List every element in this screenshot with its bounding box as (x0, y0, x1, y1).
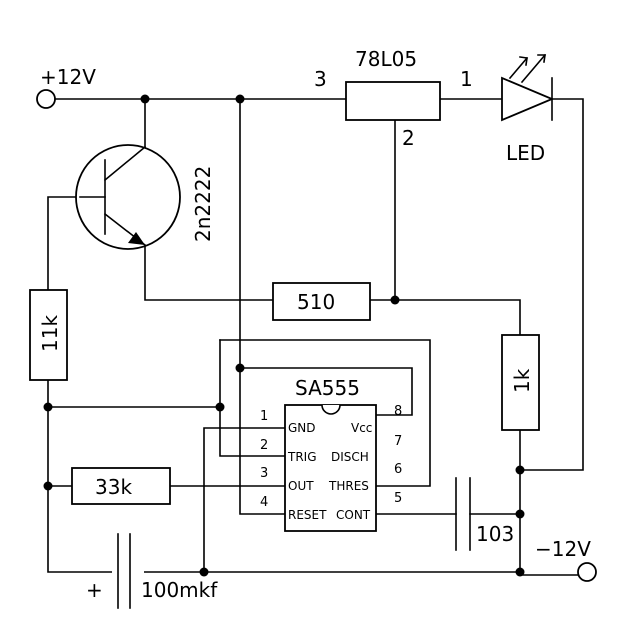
resistor-33k: 33k (71, 467, 171, 505)
ic-pin-number: 2 (260, 438, 268, 453)
regulator-label: 78L05 (355, 47, 417, 71)
capacitor-103: 103 (455, 477, 514, 551)
positive-supply-terminal: +12V (36, 65, 96, 109)
resistor-1k-label: 1k (510, 368, 534, 393)
ic-pin-name: TRIG (287, 450, 317, 464)
ic-pin-name: CONT (336, 508, 371, 522)
ic-pin-number: 3 (260, 466, 268, 481)
led-label: LED (506, 141, 545, 165)
ic-pin-name: RESET (288, 508, 327, 522)
transistor-2n2222: 2n2222 (75, 144, 215, 250)
ic-sa555: SA555 1 GND 2 TRIG 3 OUT 4 RESET 8 Vcc 7… (260, 376, 402, 532)
transistor-label: 2n2222 (191, 166, 215, 242)
ic-pin-name: OUT (288, 479, 314, 493)
regulator-pin-gnd: 2 (402, 126, 415, 150)
regulator-78l05: 78L05 3 1 2 (314, 47, 473, 150)
ic-pin-number: 7 (394, 434, 402, 449)
capacitor-103-label: 103 (476, 522, 514, 546)
ic-pin-name: THRES (328, 479, 369, 493)
ic-pin-number: 1 (260, 409, 268, 424)
resistor-510-label: 510 (297, 290, 335, 314)
junction-dots (43, 94, 525, 577)
light-emission-arrows-icon (508, 53, 547, 84)
resistor-11k-label: 11k (38, 315, 62, 352)
ic-pin-name: DISCH (331, 450, 369, 464)
ic-pin-name: Vcc (351, 421, 372, 435)
led-diode: LED (501, 53, 555, 165)
emitter-arrow-icon (128, 232, 145, 245)
resistor-33k-label: 33k (95, 475, 132, 499)
ic-pin-number: 5 (394, 491, 402, 506)
ic-label: SA555 (295, 376, 360, 400)
resistor-510: 510 (272, 282, 371, 321)
ic-pin-number: 8 (394, 404, 402, 419)
ic-pin-number: 6 (394, 462, 402, 477)
resistor-1k: 1k (501, 334, 540, 431)
supply-positive-label: +12V (40, 65, 96, 89)
capacitor-100mkf-label: 100mkf (141, 578, 218, 602)
ic-notch-icon (321, 404, 341, 415)
resistor-11k: 11k (29, 289, 68, 381)
regulator-pin-out: 1 (460, 67, 473, 91)
supply-negative-label: −12V (535, 537, 591, 561)
capacitor-100mkf-polarity: + (86, 578, 103, 602)
negative-supply-terminal: −12V (535, 537, 597, 582)
ic-pin-number: 4 (260, 495, 268, 510)
capacitor-100mkf: + 100mkf (86, 532, 218, 612)
regulator-pin-in: 3 (314, 67, 327, 91)
ic-pin-name: GND (288, 421, 316, 435)
